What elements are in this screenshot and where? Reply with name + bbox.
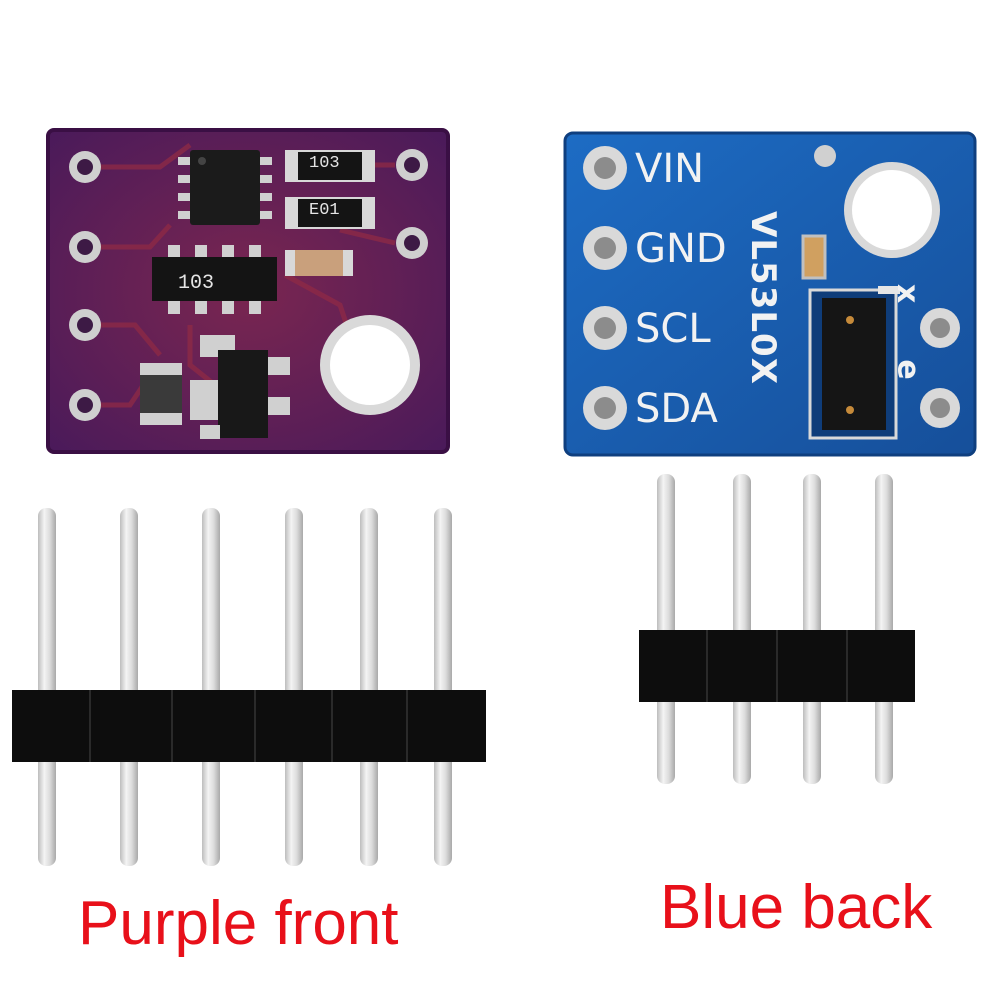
four-pin-header: [639, 474, 915, 784]
chip-marking-vl53l0x: VL53L0X: [742, 211, 783, 385]
pin-label-gnd: GND: [635, 226, 727, 272]
resistor-mid: [285, 197, 375, 229]
pin-label-scl: SCL: [635, 306, 711, 352]
caption-blue-back: Blue back: [660, 873, 933, 942]
blue-back-board: [563, 131, 977, 457]
capacitor-beige: [285, 250, 353, 276]
soic8-chip: [178, 150, 272, 225]
pin-label-sda: SDA: [635, 386, 718, 432]
resistor-top: [285, 150, 375, 182]
axis-label-e: e: [890, 359, 926, 380]
voltage-regulator: [190, 335, 290, 439]
six-pin-header: [12, 508, 486, 866]
resistor-top-label: 103: [309, 154, 340, 173]
resistor-mid-label: E01: [309, 201, 340, 220]
purple-pin-holes-left: [69, 151, 101, 421]
caption-purple-front: Purple front: [78, 889, 399, 958]
pin-label-vin: VIN: [635, 146, 705, 192]
resistor-array: [152, 245, 277, 314]
resistor-array-label: 103: [178, 272, 215, 295]
purple-front-board: [46, 128, 450, 454]
axis-label-x: x: [890, 283, 926, 304]
